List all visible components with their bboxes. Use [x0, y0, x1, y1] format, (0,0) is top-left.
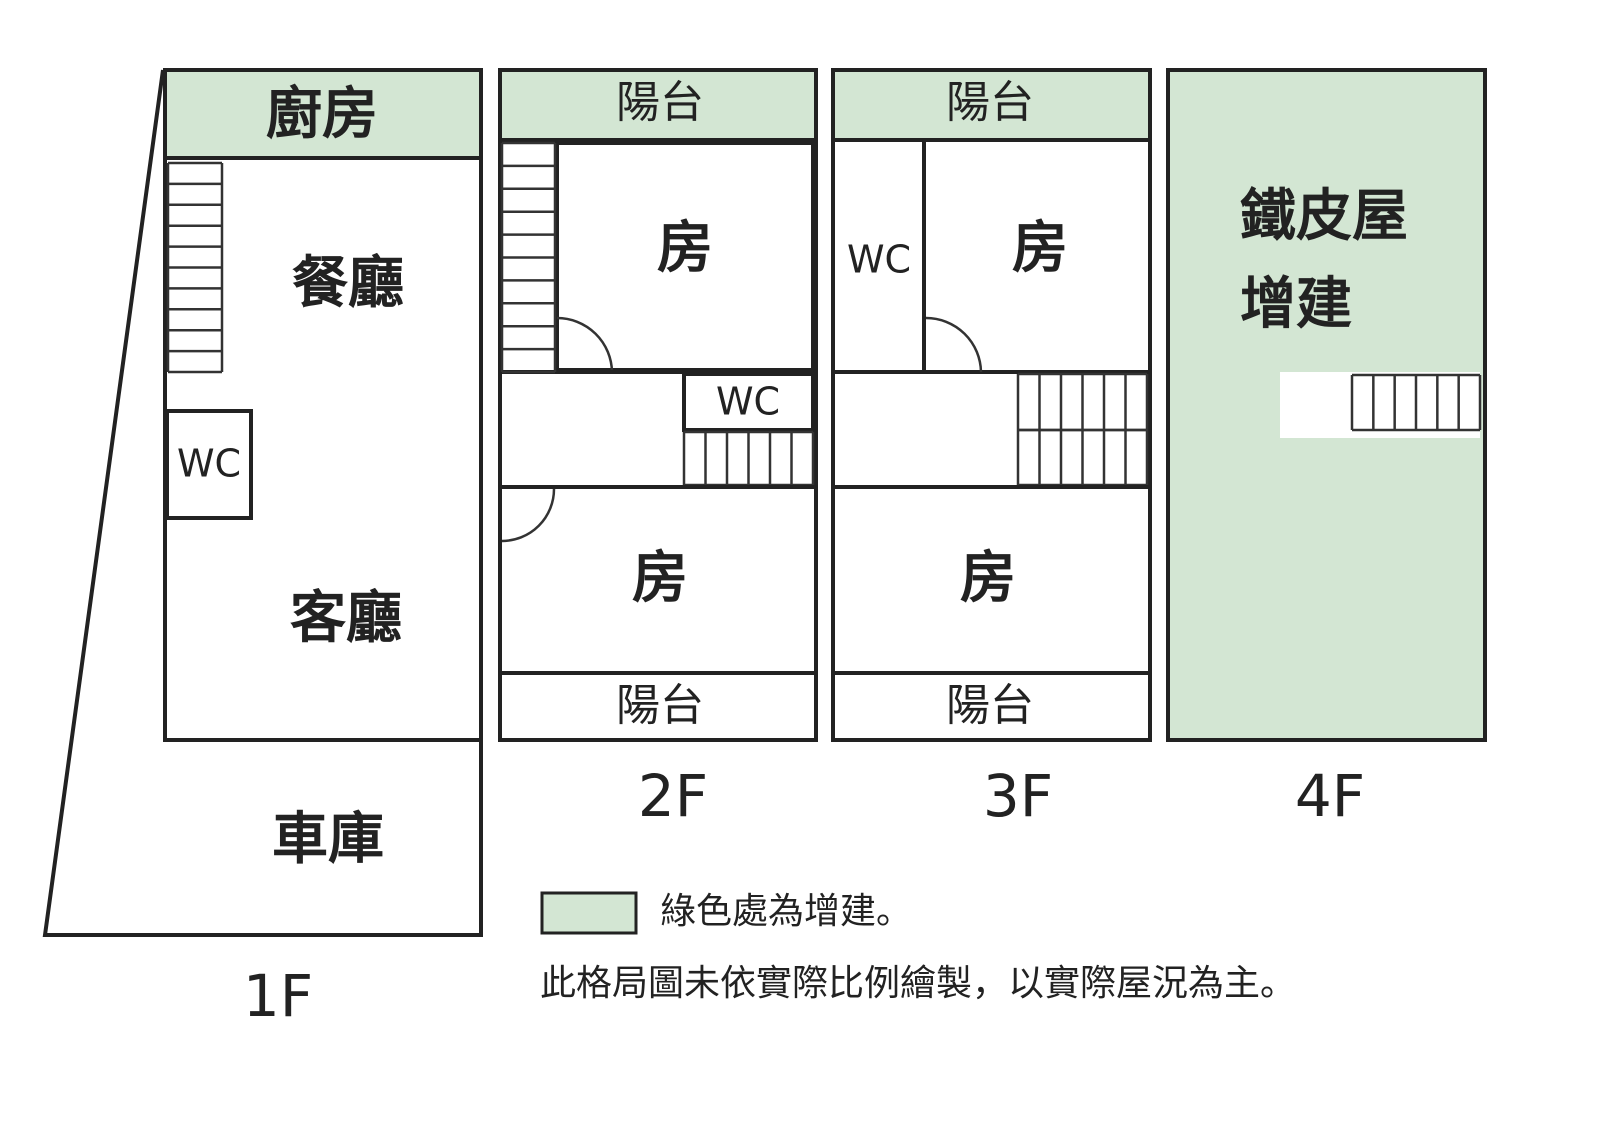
room-bottom-label: 房 — [960, 546, 1016, 611]
legend-green-text: 綠色處為增建。 — [660, 891, 912, 932]
addition-label-line1: 鐵皮屋 — [1240, 184, 1408, 249]
floor-label-3f: 3F — [983, 762, 1053, 830]
garage-label: 車庫 — [272, 807, 384, 872]
stairs — [500, 141, 557, 374]
floor-3f: 陽台 WC 房 房 陽台 3F — [831, 68, 1152, 830]
stairs — [166, 161, 224, 374]
balcony-top — [500, 70, 816, 138]
floor-2f: 陽台 房 WC 房 陽台 2F — [498, 68, 818, 830]
wc-label: WC — [177, 442, 241, 486]
dining-label: 餐廳 — [292, 251, 404, 316]
living-label: 客廳 — [290, 586, 402, 651]
room-bottom-label: 房 — [632, 546, 688, 611]
floor-label-1f: 1F — [243, 962, 313, 1030]
wc-label: WC — [716, 380, 780, 424]
balcony-top-label: 陽台 — [616, 77, 704, 128]
door-swing — [925, 316, 983, 373]
balcony-top-label: 陽台 — [946, 77, 1034, 128]
balcony-bottom-label: 陽台 — [616, 680, 704, 731]
disclaimer-text: 此格局圖未依實際比例繪製，以實際屋況為主。 — [540, 963, 1296, 1004]
floor-4f: 鐵皮屋 增建 4F — [1166, 68, 1487, 830]
balcony-bottom-label: 陽台 — [946, 680, 1034, 731]
stairs — [1350, 373, 1482, 432]
door-swing — [501, 488, 556, 543]
addition-label-line2: 增建 — [1240, 272, 1352, 337]
wc-room — [165, 409, 253, 520]
wc-room — [682, 372, 815, 432]
legend-green-swatch — [540, 891, 638, 935]
floor-label-4f: 4F — [1295, 762, 1365, 830]
legend: 綠色處為增建。 此格局圖未依實際比例繪製，以實際屋況為主。 — [540, 891, 1296, 1004]
wc-label: WC — [847, 238, 911, 282]
door-swing — [556, 316, 614, 373]
kitchen-label: 廚房 — [266, 82, 378, 147]
floor-label-2f: 2F — [638, 762, 708, 830]
garage-area — [42, 69, 483, 937]
room-top-label: 房 — [657, 216, 713, 281]
stairs — [682, 430, 815, 487]
balcony-top — [833, 70, 1150, 138]
room-top-label: 房 — [1012, 216, 1068, 281]
floor-1f: 廚房 餐廳 客廳 WC 車庫 1F — [42, 68, 483, 1030]
kitchen-area — [165, 70, 481, 158]
stairs — [1016, 372, 1149, 487]
